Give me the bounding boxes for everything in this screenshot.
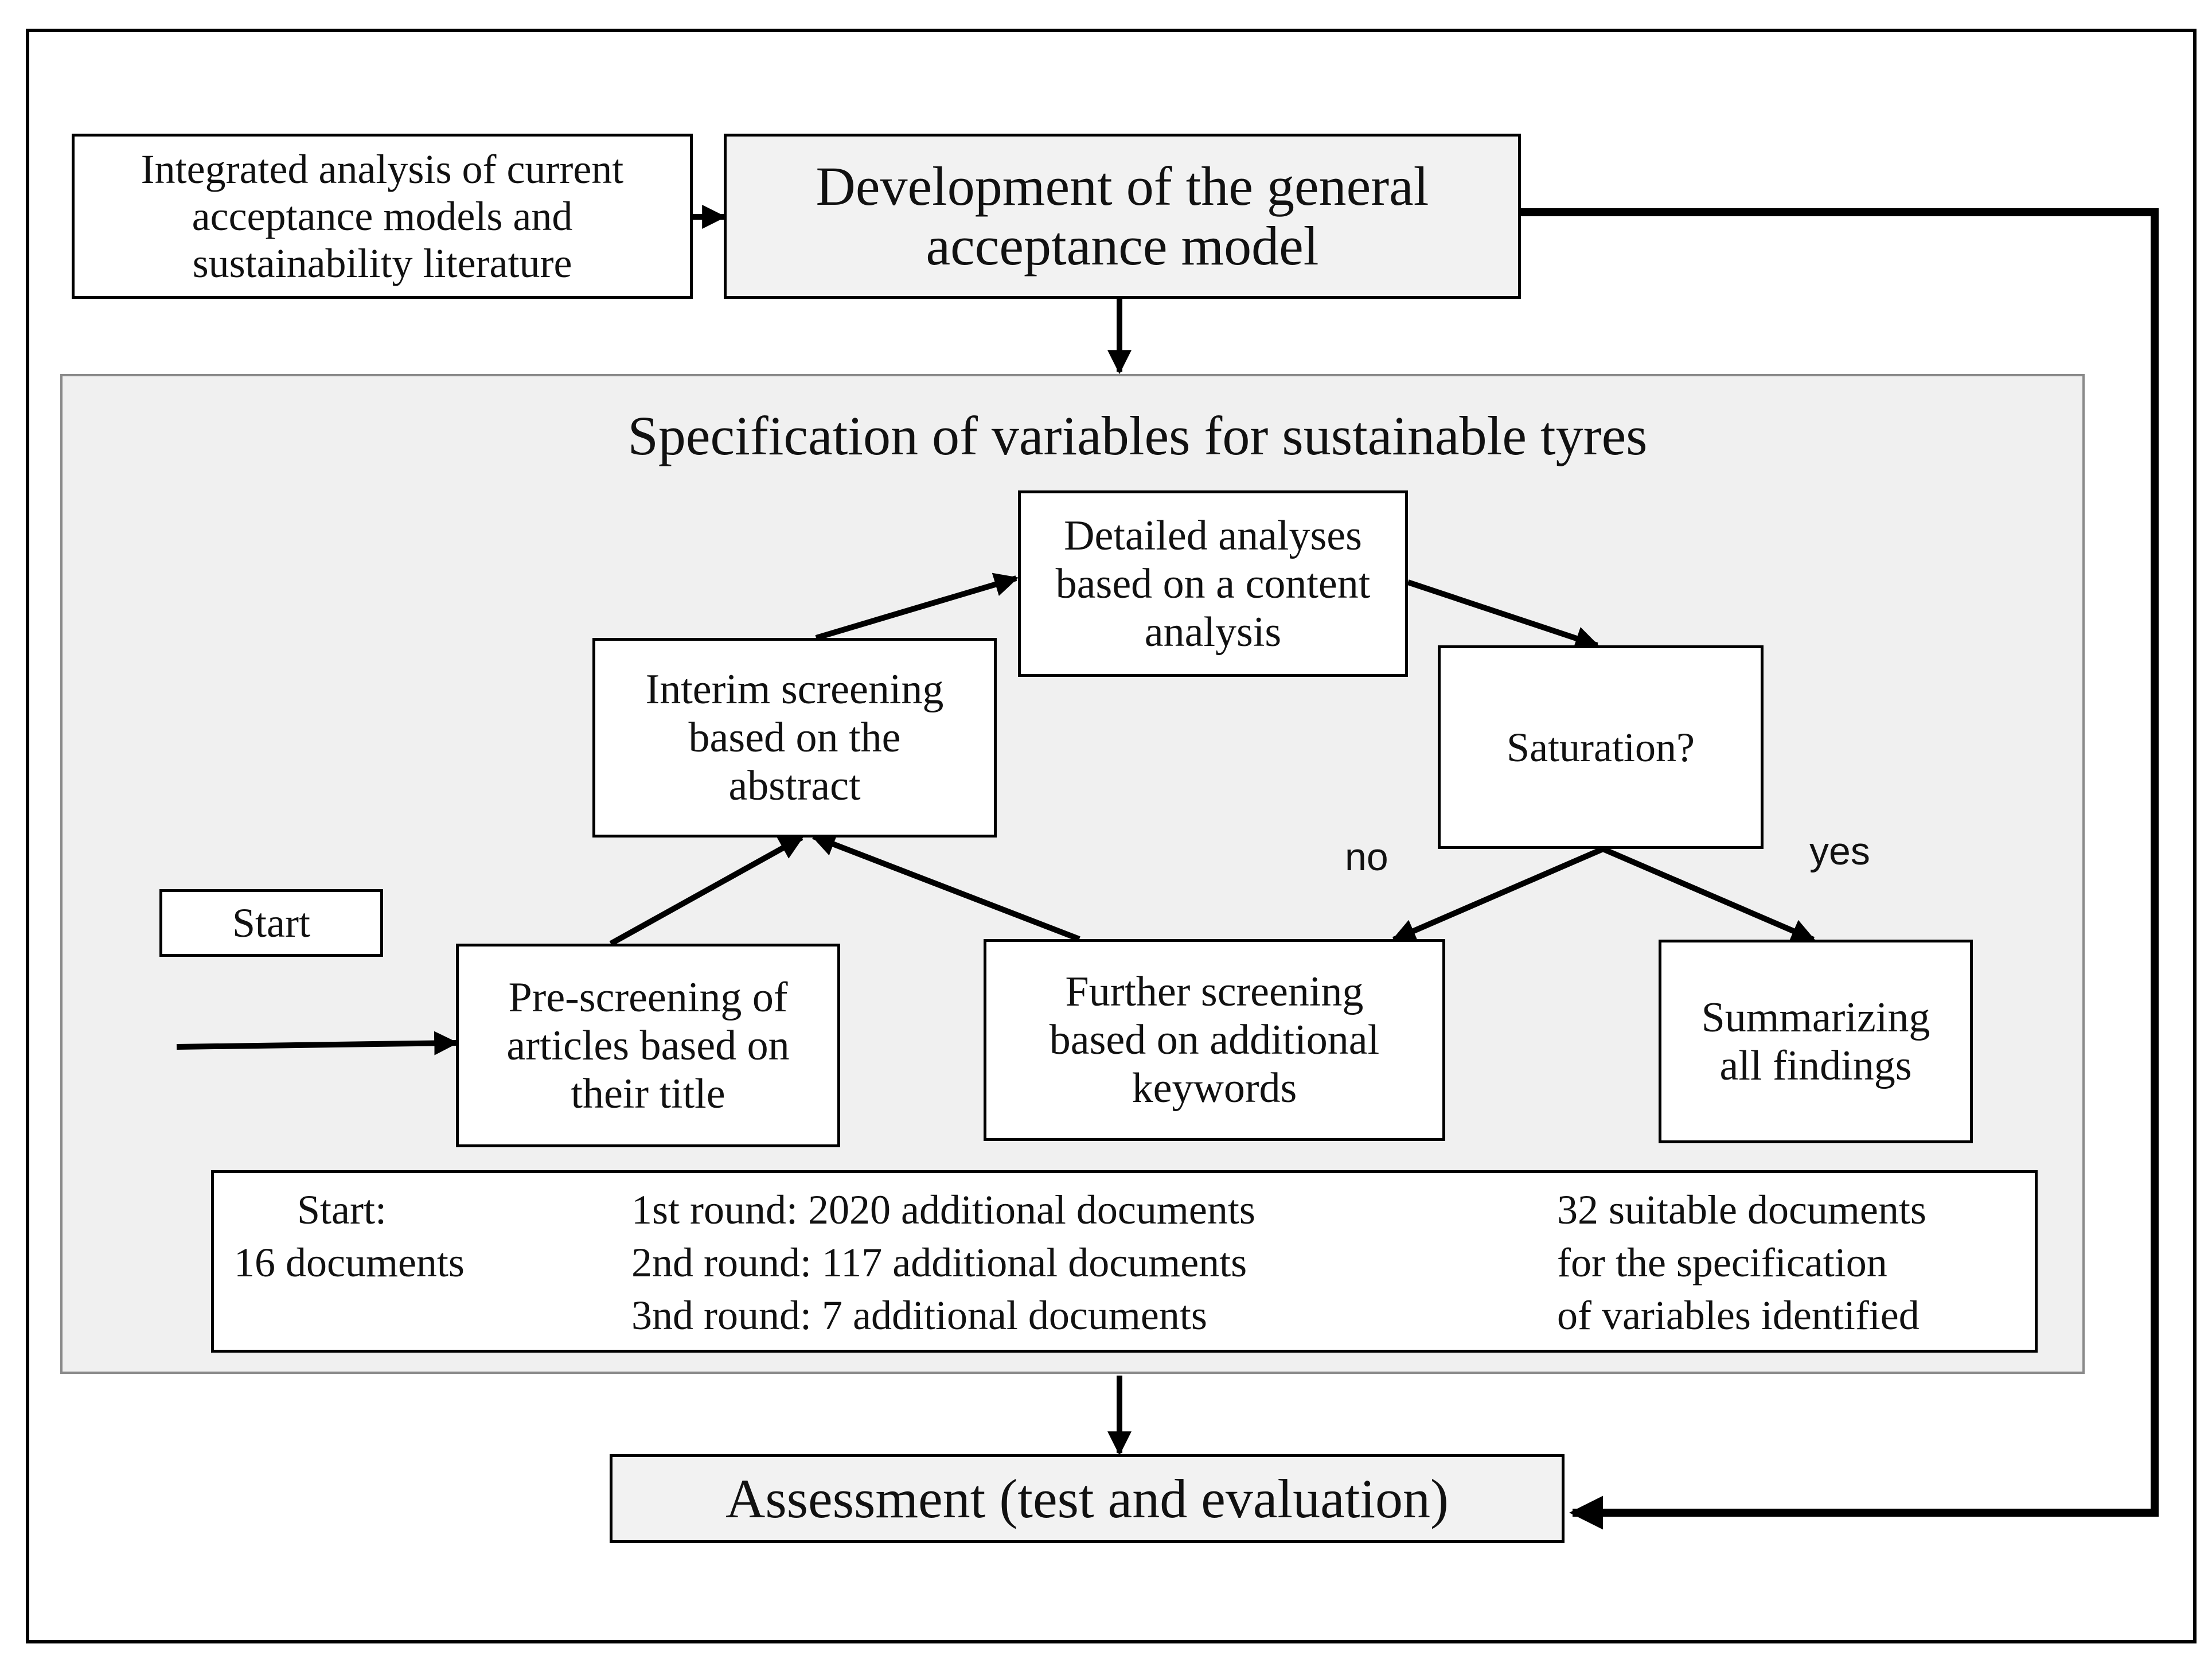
integrated-line-1: Integrated analysis of current (141, 146, 624, 192)
arrow-saturation-to-summarizing-yes (1602, 846, 1816, 942)
assessment-label: Assessment (test and evaluation) (725, 1467, 1449, 1529)
development-line-2: acceptance model (926, 215, 1319, 276)
counts-result-line-3: of variables identified (1557, 1292, 1920, 1338)
further-line-2: based on additional (1049, 1016, 1380, 1064)
outer-frame (26, 29, 2197, 1643)
counts-result-line-2: for the specification (1557, 1240, 1887, 1286)
interim-screening-box: Interim screening based on the abstract (592, 638, 997, 838)
counts-round-1: 1st round: 2020 additional documents (631, 1187, 1255, 1233)
start-label: Start (232, 900, 310, 946)
detailed-line-3: analysis (1144, 608, 1282, 656)
detailed-line-2: based on a content (1055, 560, 1371, 607)
specification-title: Specification of variables for sustainab… (627, 405, 1648, 466)
arrow-further-to-interim (811, 833, 1080, 942)
arrow-start-to-prescreening (176, 1031, 459, 1055)
integrated-analysis-box: Integrated analysis of current acceptanc… (72, 134, 693, 299)
branch-label-no: no (1345, 835, 1388, 879)
detailed-analyses-box: Detailed analyses based on a content ana… (1018, 490, 1408, 677)
further-line-3: keywords (1132, 1065, 1297, 1112)
development-model-box: Development of the general acceptance mo… (724, 134, 1521, 299)
counts-start-column: Start: 16 documents (234, 1183, 465, 1289)
integrated-line-2: acceptance models and (192, 193, 573, 239)
document-counts-box: Start: 16 documents 1st round: 2020 addi… (211, 1170, 2038, 1353)
counts-result-line-1: 32 suitable documents (1557, 1187, 1926, 1233)
interim-line-2: based on the (688, 714, 901, 761)
counts-start-label: Start: (297, 1187, 387, 1233)
detailed-line-1: Detailed analyses (1064, 512, 1362, 559)
saturation-label: Saturation? (1507, 724, 1695, 770)
integrated-line-3: sustainability literature (192, 240, 572, 286)
interim-line-1: Interim screening (645, 666, 944, 713)
prescreening-line-2: articles based on (506, 1022, 790, 1069)
prescreening-line-3: their title (571, 1070, 725, 1117)
arrow-saturation-to-further-no (1391, 846, 1604, 942)
summarizing-line-1: Summarizing (1701, 994, 1930, 1041)
further-screening-box: Further screening based on additional ke… (984, 939, 1445, 1141)
arrow-interim-to-detailed (815, 572, 1019, 641)
arrow-development-to-assessment (1521, 208, 2159, 1530)
assessment-box: Assessment (test and evaluation) (610, 1454, 1565, 1543)
summarizing-line-2: all findings (1719, 1042, 1912, 1089)
counts-start-value: 16 documents (234, 1240, 465, 1286)
prescreening-line-1: Pre-screening of (508, 973, 788, 1021)
prescreening-box: Pre-screening of articles based on their… (456, 944, 840, 1147)
counts-rounds-column: 1st round: 2020 additional documents 2nd… (631, 1183, 1255, 1342)
branch-label-yes: yes (1809, 829, 1870, 873)
start-box: Start (159, 889, 383, 957)
arrow-detailed-to-saturation (1407, 579, 1599, 650)
counts-round-2: 2nd round: 117 additional documents (631, 1240, 1247, 1286)
development-line-1: Development of the general (816, 155, 1429, 217)
further-line-1: Further screening (1065, 968, 1364, 1015)
saturation-decision-box: Saturation? (1438, 645, 1764, 849)
arrow-prescreening-to-interim (609, 835, 804, 946)
counts-round-3: 3nd round: 7 additional documents (631, 1292, 1207, 1338)
counts-result-column: 32 suitable documents for the specificat… (1557, 1183, 1926, 1342)
interim-line-3: abstract (728, 762, 861, 809)
summarizing-box: Summarizing all findings (1659, 940, 1973, 1143)
